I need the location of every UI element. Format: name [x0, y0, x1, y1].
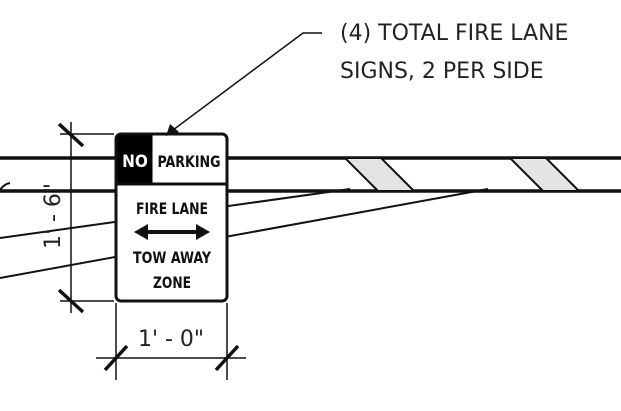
sign-zone-text: ZONE — [153, 273, 191, 292]
dim-height-tick-top — [57, 122, 85, 148]
double-arrow-icon — [134, 224, 210, 240]
dim-height-label: 1' - 6" — [41, 183, 66, 249]
leader-line — [172, 32, 322, 131]
dimension-width: 1' - 0" — [96, 303, 246, 380]
sign-fire-lane-text: FIRE LANE — [136, 199, 208, 218]
dimension-height: 1' - 6" — [41, 122, 114, 314]
sign-tow-away-text: TOW AWAY — [133, 248, 212, 267]
diagonal-line-lower — [0, 188, 489, 279]
dim-height-tick-bottom — [57, 288, 85, 314]
dim-width-label: 1' - 0" — [138, 327, 204, 352]
dim-width-tick-left — [103, 344, 129, 372]
callout-line-2: SIGNS, 2 PER SIDE — [340, 59, 544, 84]
dim-width-tick-right — [214, 344, 240, 372]
sign-no-text: NO — [122, 152, 148, 172]
hatch-stripe-1 — [342, 157, 417, 192]
callout-line-1: (4) TOTAL FIRE LANE — [340, 21, 568, 46]
fire-lane-sign: NO PARKING FIRE LANE TOW AWAY ZONE — [114, 132, 229, 303]
diagonal-lines — [0, 188, 489, 279]
sign-no-box — [117, 135, 153, 183]
sign-parking-text: PARKING — [158, 152, 221, 171]
callout-leader — [166, 32, 322, 136]
hatch-stripe-2 — [507, 157, 582, 192]
hatch-areas — [342, 157, 582, 192]
curb-end-mark — [0, 182, 11, 191]
leader-arrowhead — [166, 124, 179, 136]
